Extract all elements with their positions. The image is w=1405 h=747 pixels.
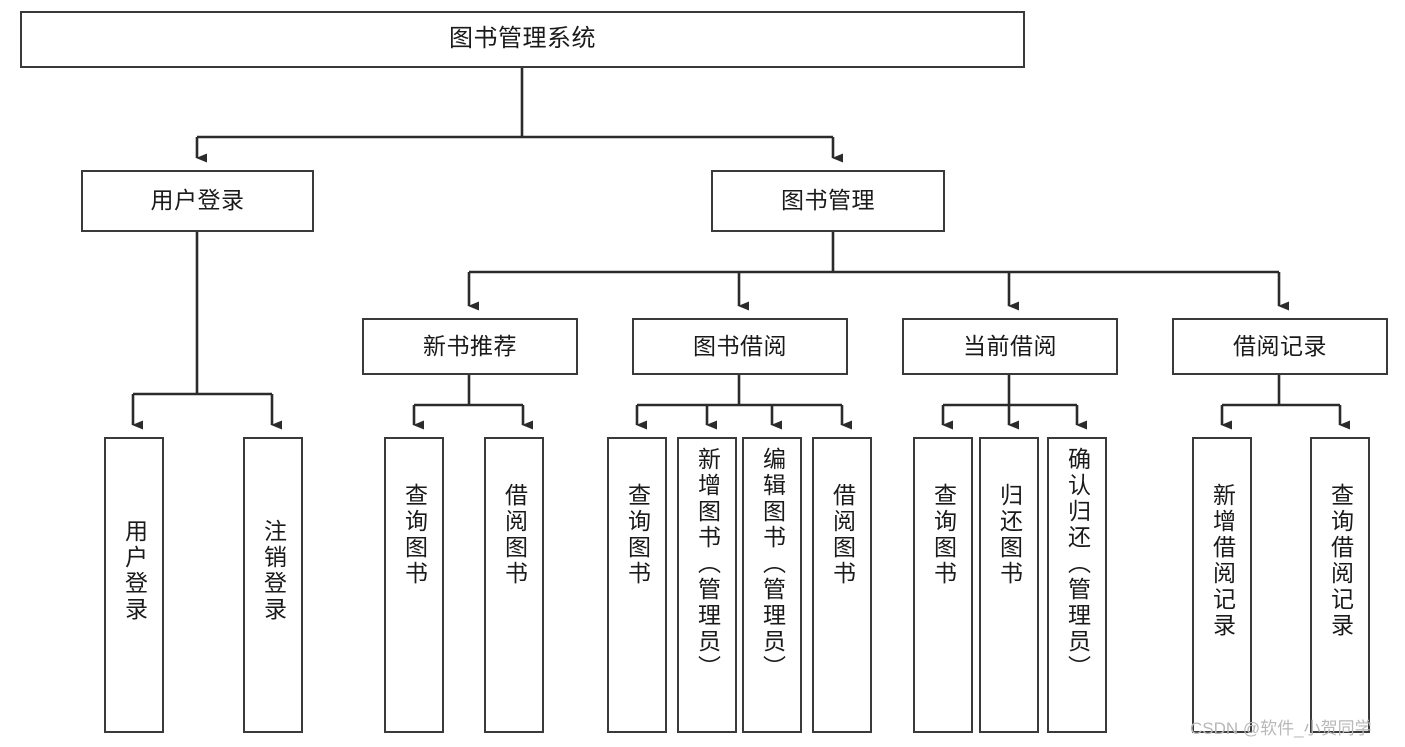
- leaf-book-borrow-add-book-admin[interactable]: 新增图书（管理员）: [677, 437, 737, 733]
- node-borrow-record[interactable]: 借阅记录: [1172, 318, 1388, 375]
- leaf-current-borrow-return-book[interactable]: 归还图书: [979, 437, 1039, 733]
- node-label: 新书推荐: [423, 332, 517, 359]
- node-label: 借阅记录: [1233, 332, 1327, 359]
- node-label: 编辑图书（管理员）: [759, 447, 786, 681]
- node-label: 查询借阅记录: [1327, 483, 1354, 639]
- leaf-current-borrow-query-book[interactable]: 查询图书: [913, 437, 973, 733]
- node-book-borrow[interactable]: 图书借阅: [632, 318, 848, 375]
- node-book-management[interactable]: 图书管理: [711, 170, 945, 232]
- node-label: 确认归还（管理员）: [1064, 447, 1091, 681]
- leaf-book-borrow-borrow-book[interactable]: 借阅图书: [812, 437, 872, 733]
- leaf-new-book-query-book[interactable]: 查询图书: [384, 437, 444, 733]
- node-label: 查询图书: [624, 483, 651, 587]
- node-user-login[interactable]: 用户登录: [81, 170, 314, 232]
- node-label: 用户登录: [150, 187, 245, 214]
- leaf-new-book-borrow-book[interactable]: 借阅图书: [484, 437, 544, 733]
- leaf-current-borrow-confirm-return-admin[interactable]: 确认归还（管理员）: [1047, 437, 1107, 733]
- node-current-borrow[interactable]: 当前借阅: [902, 318, 1118, 375]
- node-label: 查询图书: [930, 483, 957, 587]
- node-root-book-management-system[interactable]: 图书管理系统: [20, 11, 1025, 68]
- node-label: 图书借阅: [693, 332, 787, 359]
- csdn-watermark: CSDN @软件_小贺同学: [1190, 719, 1372, 738]
- node-label: 借阅图书: [829, 483, 856, 587]
- leaf-user-login-login[interactable]: 用户登录: [104, 437, 164, 733]
- node-label: 借阅图书: [501, 483, 528, 587]
- leaf-book-borrow-query-book[interactable]: 查询图书: [607, 437, 667, 733]
- node-label: 图书管理系统: [449, 25, 596, 53]
- leaf-borrow-record-query-record[interactable]: 查询借阅记录: [1310, 437, 1370, 733]
- node-label: 归还图书: [996, 483, 1023, 587]
- node-new-book-recommend[interactable]: 新书推荐: [362, 318, 578, 375]
- node-label: 图书管理: [781, 187, 875, 214]
- node-label: 用户登录: [121, 519, 148, 623]
- node-label: 注销登录: [260, 519, 287, 623]
- node-label: 新增借阅记录: [1209, 483, 1236, 639]
- leaf-user-login-logout[interactable]: 注销登录: [243, 437, 303, 733]
- leaf-borrow-record-add-record[interactable]: 新增借阅记录: [1192, 437, 1252, 733]
- leaf-book-borrow-edit-book-admin[interactable]: 编辑图书（管理员）: [742, 437, 802, 733]
- node-label: 新增图书（管理员）: [694, 447, 721, 681]
- node-label: 当前借阅: [963, 332, 1057, 359]
- node-label: 查询图书: [401, 483, 428, 587]
